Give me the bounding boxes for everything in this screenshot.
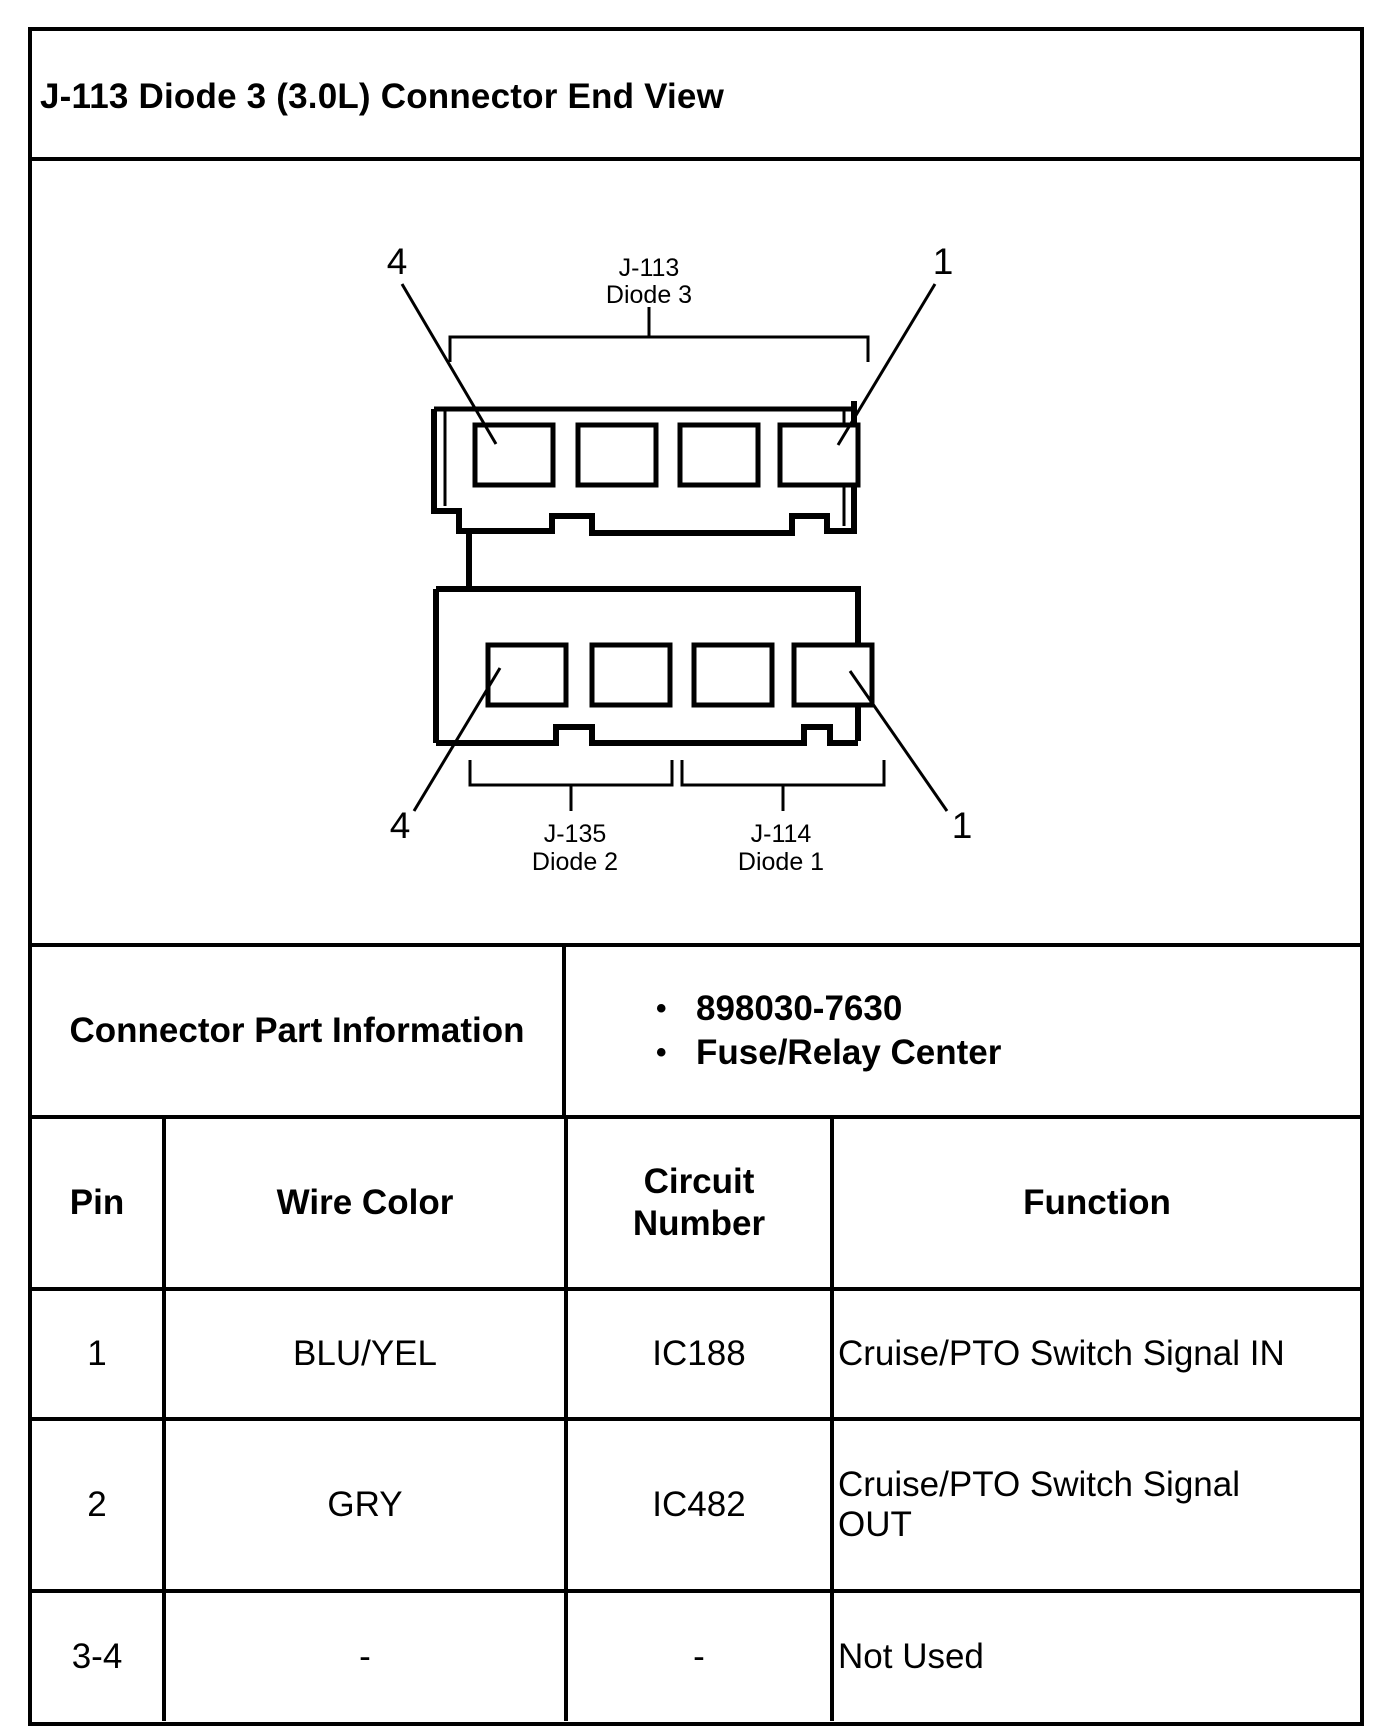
header-circuit-number-line1: Circuit xyxy=(643,1162,755,1201)
pin-leader-lines xyxy=(400,283,949,812)
circuit-cell: - xyxy=(564,1589,834,1721)
connector-part-information-row: Connector Part Information • 898030-7630… xyxy=(32,947,1360,1119)
table-row: 3-4 - - Not Used xyxy=(32,1589,1360,1721)
pin-cell: 1 xyxy=(32,1287,166,1421)
connector-diagram: J-113 Diode 3 4 1 4 1 J-135 Diode 2 J-11… xyxy=(32,161,1360,947)
pin-table: Pin Wire Color Circuit Number Function 1… xyxy=(32,1119,1360,1721)
bottom-left-pin-number: 4 xyxy=(390,805,411,846)
function-line1: Cruise/PTO Switch Signal xyxy=(838,1465,1241,1504)
bottom-left-connector-label-line1: J-135 xyxy=(544,820,607,848)
connector-end-view-drawing: J-113 Diode 3 4 1 4 1 J-135 Diode 2 J-11… xyxy=(387,241,973,876)
bottom-cavity-2 xyxy=(691,642,775,708)
header-pin: Pin xyxy=(32,1119,166,1291)
part-number-item: • 898030-7630 xyxy=(656,987,1360,1031)
top-left-pin-number: 4 xyxy=(387,241,408,282)
bullet-icon: • xyxy=(656,1036,667,1069)
function-cell: Cruise/PTO Switch Signal OUT xyxy=(830,1417,1360,1593)
wire-color-cell: GRY xyxy=(162,1417,568,1593)
pin-cell: 3-4 xyxy=(32,1589,166,1721)
bottom-cavity-1 xyxy=(791,642,875,708)
connector-part-information-label: Connector Part Information xyxy=(32,947,566,1115)
header-wire-color: Wire Color xyxy=(162,1119,568,1291)
top-connector-label-line1: J-113 xyxy=(619,254,680,282)
connector-sheet: J-113 Diode 3 (3.0L) Connector End View xyxy=(28,27,1364,1726)
bottom-cavity-4 xyxy=(485,642,569,708)
header-circuit-number-line2: Number xyxy=(632,1204,766,1243)
header-function: Function xyxy=(830,1119,1360,1291)
bottom-right-connector-label-line2: Diode 1 xyxy=(738,848,824,876)
top-right-pin-number: 1 xyxy=(933,241,954,282)
top-connector-label-line2: Diode 3 xyxy=(606,281,692,309)
top-cavities xyxy=(472,422,861,488)
top-cavity-3 xyxy=(575,422,659,488)
circuit-cell: IC482 xyxy=(564,1417,834,1593)
part-location: Fuse/Relay Center xyxy=(696,1033,1002,1072)
connector-stem xyxy=(436,531,472,592)
function-cell: Not Used xyxy=(830,1589,1360,1721)
header-circuit-number: Circuit Number xyxy=(564,1119,834,1291)
circuit-cell: IC188 xyxy=(564,1287,834,1421)
bullet-icon: • xyxy=(656,992,667,1025)
bottom-cavity-3 xyxy=(589,642,673,708)
bottom-cavities xyxy=(485,642,875,708)
wire-color-cell: - xyxy=(162,1589,568,1721)
connector-part-information-values: • 898030-7630 • Fuse/Relay Center xyxy=(566,947,1360,1115)
bottom-right-connector-label-line1: J-114 xyxy=(751,820,812,848)
page-title: J-113 Diode 3 (3.0L) Connector End View xyxy=(40,77,724,116)
bottom-left-connector-label-line2: Diode 2 xyxy=(532,848,618,876)
bottom-right-pin-number: 1 xyxy=(952,805,973,846)
pin-table-header-row: Pin Wire Color Circuit Number Function xyxy=(32,1119,1360,1291)
function-cell: Cruise/PTO Switch Signal IN xyxy=(830,1287,1360,1421)
function-line2: OUT xyxy=(838,1505,912,1544)
part-number: 898030-7630 xyxy=(696,989,903,1028)
title-row: J-113 Diode 3 (3.0L) Connector End View xyxy=(32,31,1360,161)
top-cavity-4 xyxy=(472,422,556,488)
wire-color-cell: BLU/YEL xyxy=(162,1287,568,1421)
part-location-item: • Fuse/Relay Center xyxy=(656,1031,1360,1075)
top-bracket xyxy=(448,307,870,362)
table-row: 1 BLU/YEL IC188 Cruise/PTO Switch Signal… xyxy=(32,1287,1360,1421)
bottom-brackets xyxy=(468,760,886,811)
pin-cell: 2 xyxy=(32,1417,166,1593)
table-row: 2 GRY IC482 Cruise/PTO Switch Signal OUT xyxy=(32,1417,1360,1593)
top-cavity-2 xyxy=(677,422,761,488)
